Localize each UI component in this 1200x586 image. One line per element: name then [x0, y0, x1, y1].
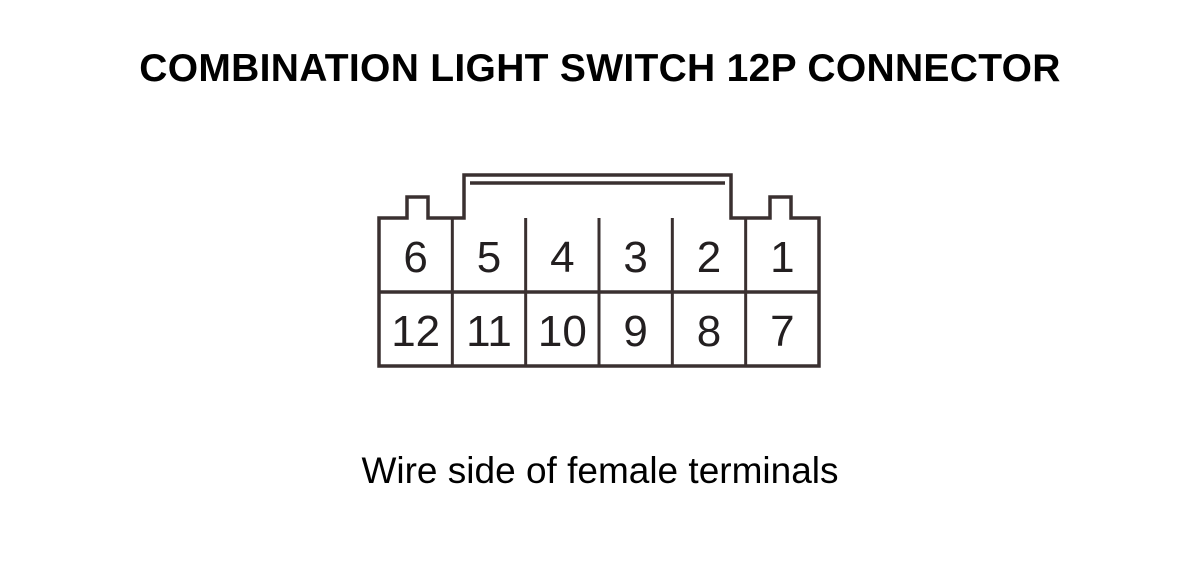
diagram-title: COMBINATION LIGHT SWITCH 12P CONNECTOR: [139, 47, 1061, 90]
pin-label-8: 8: [697, 307, 721, 356]
column-dividers: [450, 218, 748, 366]
pin-label-10: 10: [538, 307, 587, 356]
pin-label-3: 3: [623, 233, 647, 282]
housing-outline: [377, 173, 821, 368]
pin-label-11: 11: [466, 307, 512, 356]
pin-label-7: 7: [770, 307, 794, 356]
pin-label-5: 5: [477, 233, 501, 282]
pin-label-2: 2: [697, 233, 721, 282]
pin-label-6: 6: [403, 233, 427, 282]
pin-label-1: 1: [770, 233, 794, 282]
pin-label-9: 9: [623, 307, 647, 356]
pin-label-12: 12: [391, 307, 440, 356]
pin-label-4: 4: [550, 233, 574, 282]
diagram-caption: Wire side of female terminals: [361, 450, 839, 491]
